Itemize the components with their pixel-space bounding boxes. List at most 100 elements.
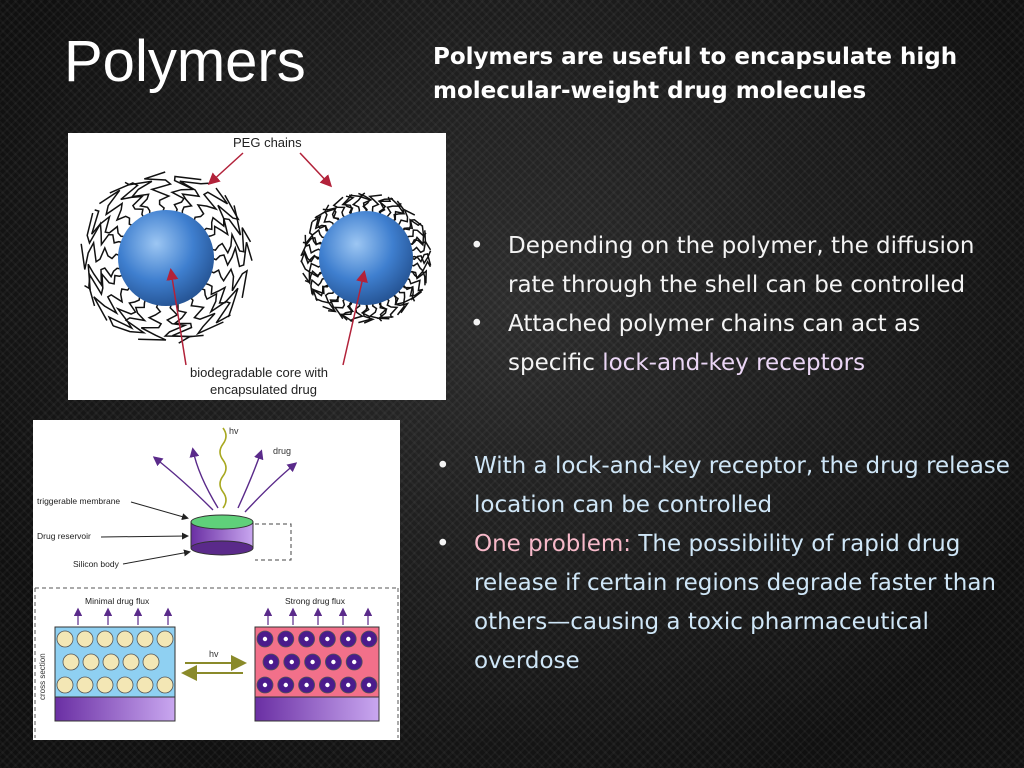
bullet-receptors: Attached polymer chains can act as speci… <box>464 305 984 383</box>
drug-bead <box>156 676 174 694</box>
bullet-problem: One problem: The possibility of rapid dr… <box>430 525 1010 681</box>
polymer-chain <box>333 297 347 320</box>
bullet-list-lower: With a lock-and-key receptor, the drug r… <box>430 447 1010 681</box>
bullet-text: Depending on the polymer, the diffusion … <box>508 233 975 298</box>
polymer-chain <box>124 180 153 215</box>
polymer-chain <box>358 302 371 324</box>
polymer-chain <box>179 180 209 216</box>
drug-bead-core <box>304 682 309 688</box>
drug-bead <box>116 630 134 648</box>
polymer-chain <box>211 241 253 268</box>
minimal-flux-base <box>54 696 176 722</box>
label-core-line1: biodegradable core with <box>190 365 328 380</box>
arrow-reservoir <box>100 532 189 540</box>
drug-bead <box>56 630 74 648</box>
polymer-chain <box>391 202 406 223</box>
bullet-text: With a lock-and-key receptor, the drug r… <box>474 453 1010 518</box>
drug-bead-core <box>262 682 268 688</box>
drug-bead <box>96 630 114 648</box>
drug-bead <box>56 676 74 694</box>
polymer-chain <box>397 289 416 304</box>
polymer-chain <box>93 286 131 321</box>
drug-bead <box>116 676 134 694</box>
drug-bead-core <box>352 659 357 665</box>
polymer-chain <box>189 296 224 336</box>
drug-release-arrows <box>152 447 298 513</box>
slide-subtitle: Polymers are useful to encapsulate high … <box>433 44 958 104</box>
drug-bead-core <box>325 682 330 688</box>
bullet-list-upper: Depending on the polymer, the diffusion … <box>464 227 984 383</box>
label-membrane: triggerable membrane <box>37 496 120 506</box>
polymer-chain <box>314 215 330 233</box>
drug-bead-core <box>283 636 288 642</box>
polymer-chain <box>109 182 145 219</box>
drug-bead-core <box>366 636 372 642</box>
drug-bead <box>122 653 140 671</box>
minimal-flux-arrows <box>73 607 173 625</box>
arrow-chains-right <box>299 152 333 188</box>
polymer-chain <box>368 302 383 322</box>
nanoparticle-core-left <box>118 210 214 306</box>
drug-bead <box>156 630 174 648</box>
label-hv: hv <box>229 426 239 436</box>
polymer-chain <box>206 205 242 238</box>
polymer-chain <box>209 267 249 299</box>
polymer-chain <box>98 189 134 227</box>
drug-bead <box>76 630 94 648</box>
drug-bead-core <box>283 682 288 688</box>
polymer-chain <box>204 282 239 318</box>
polymer-chain <box>341 194 353 216</box>
drug-bead <box>142 653 160 671</box>
drug-bead <box>62 653 80 671</box>
light-wave <box>219 427 227 509</box>
bullet-text: Attached polymer chains can act as speci… <box>508 311 921 376</box>
polymer-chain <box>341 300 355 323</box>
polymer-chain <box>86 212 123 247</box>
peg-chains-loose <box>80 171 253 344</box>
slide-title: Polymers <box>64 29 306 94</box>
polymer-chain <box>308 221 326 239</box>
polymer-chain <box>408 269 426 286</box>
label-silicon-body: Silicon body <box>73 559 120 569</box>
polymer-chain <box>358 192 371 214</box>
polymer-chain <box>211 227 252 255</box>
bullet-text: One problem: <box>474 531 639 557</box>
drug-bead-core <box>310 659 315 665</box>
polymer-chain <box>401 284 424 297</box>
peg-nanoparticle-figure: PEG chains biodegradable core with encap… <box>68 133 446 400</box>
intact-drug-beads <box>56 630 174 694</box>
polymer-chain <box>322 206 341 222</box>
peg-nanoparticle-diagram: PEG chains biodegradable core with encap… <box>80 135 432 397</box>
label-core-line2: encapsulated drug <box>210 382 317 397</box>
drug-reservoir-figure: hv drug triggerable membrane Drug reserv… <box>33 420 400 740</box>
polymer-chain <box>170 175 202 214</box>
drug-bead-core <box>331 659 336 665</box>
polymer-chain <box>405 277 423 292</box>
drug-bead <box>82 653 100 671</box>
polymer-chain <box>322 294 341 313</box>
arrow-chains-left <box>207 152 244 186</box>
drug-bead <box>102 653 120 671</box>
polymer-chain <box>401 218 422 232</box>
peg-chains-dense <box>300 192 432 324</box>
label-drug: drug <box>273 446 291 456</box>
polymer-chain <box>80 240 121 270</box>
polymer-chain <box>392 293 405 316</box>
polymer-chain <box>397 208 416 227</box>
polymer-chain <box>163 303 193 344</box>
polymer-chain <box>84 263 122 291</box>
label-hv-switch: hv <box>209 649 219 659</box>
polymer-chain <box>90 209 126 238</box>
label-strong-flux: Strong drug flux <box>285 596 346 606</box>
label-minimal-flux: Minimal drug flux <box>85 596 150 606</box>
polymer-chain <box>410 239 432 254</box>
polymer-chain <box>300 260 322 274</box>
nanoparticle-core-right <box>319 211 413 305</box>
arrow-core-right <box>342 270 368 366</box>
polymer-chain <box>302 270 324 285</box>
polymer-chain <box>200 287 231 324</box>
triggerable-membrane <box>190 514 254 530</box>
polymer-chain <box>378 196 392 216</box>
drug-bead-core <box>304 636 309 642</box>
drug-bead-core <box>346 682 351 688</box>
